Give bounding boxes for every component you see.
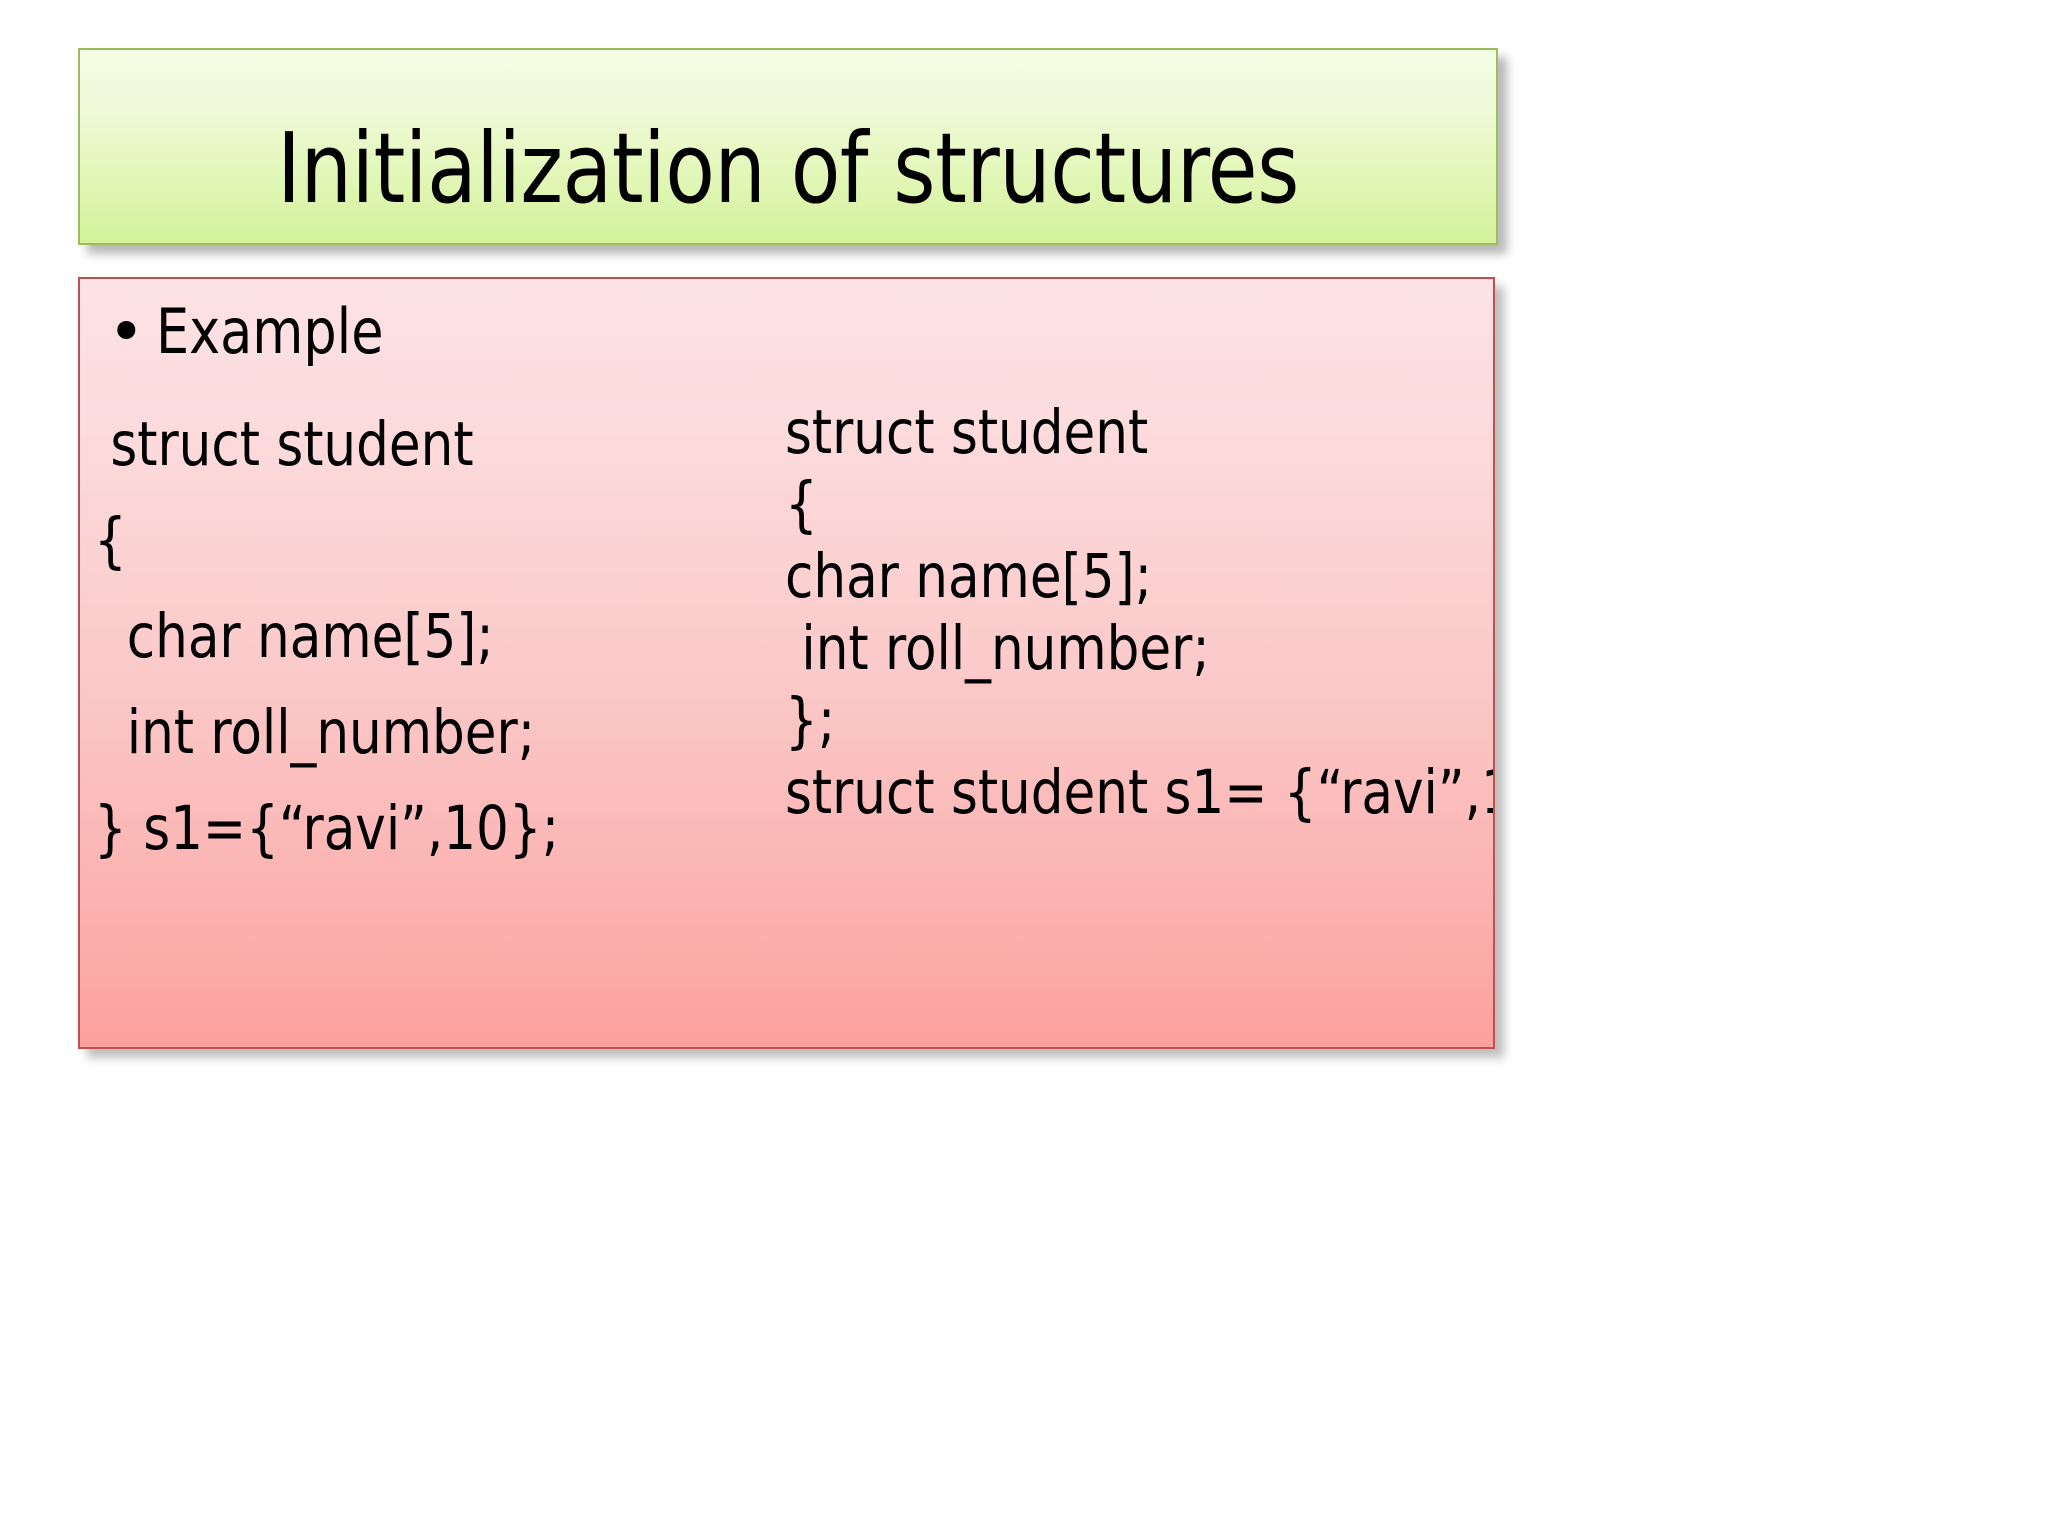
code-line: };: [785, 685, 836, 756]
code-line: struct student: [94, 409, 474, 480]
code-line: {: [94, 505, 127, 576]
code-line: int roll_number;: [94, 697, 536, 768]
code-column-left: struct student { char name[5]; int roll_…: [94, 397, 694, 877]
page-title: Initialization of structures: [277, 112, 1299, 225]
code-line: struct student: [785, 397, 1149, 468]
bullet-dot-icon: •: [108, 295, 145, 368]
code-line: int roll_number;: [785, 613, 1210, 684]
slide-content-box: • Example struct student { char name[5];…: [78, 277, 1495, 1049]
code-column-right: struct student { char name[5]; int roll_…: [785, 397, 1493, 829]
bullet-item-label: Example: [156, 295, 384, 368]
code-line: struct student s1= {“ravi”,10};: [785, 757, 1493, 828]
code-line: char name[5];: [785, 541, 1153, 612]
code-line: } s1={“ravi”,10};: [94, 793, 560, 864]
bullet-list-item: • Example: [102, 301, 398, 363]
code-line: {: [785, 469, 818, 540]
code-line: char name[5];: [94, 601, 494, 672]
slide-title-box: Initialization of structures: [78, 48, 1498, 245]
